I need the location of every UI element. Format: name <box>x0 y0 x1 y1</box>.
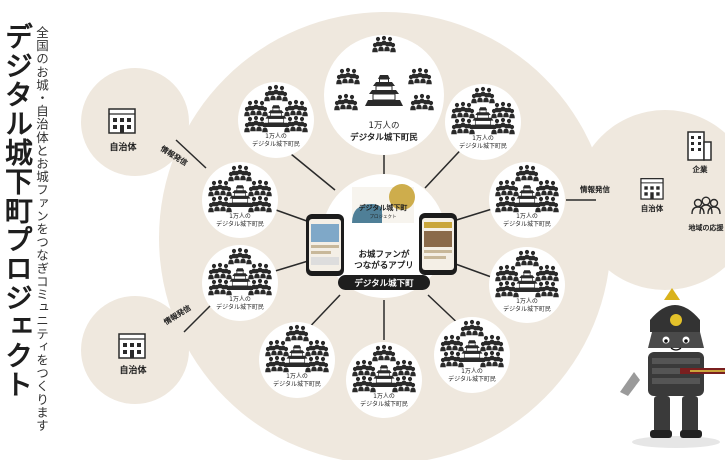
node-line2: デジタル城下町民 <box>216 220 264 228</box>
node-line1: 1万人の <box>472 135 494 142</box>
node-line2: デジタル城下町民 <box>360 400 408 408</box>
node-line1: 1万人の <box>229 213 251 220</box>
page-subtitle: 全国のお城・自治体とお城ファンをつなぎコミュニティをつくります <box>34 26 49 433</box>
logo-sub: プロジェクト <box>370 214 397 220</box>
node-line2: デジタル城下町民 <box>503 305 551 313</box>
city-hall-icon <box>640 178 664 200</box>
entity-name: 企業 <box>692 164 708 174</box>
top-node-line2: デジタル城下町民 <box>350 132 418 143</box>
app-name-pill <box>338 275 430 290</box>
app-name: デジタル城下町 <box>354 278 414 289</box>
node-line1: 1万人の <box>286 373 308 380</box>
node-line1: 1万人の <box>373 393 395 400</box>
center-app: デジタル城下町 プロジェクト お城ファンが つながるアプリ デジタル城下町 <box>306 184 457 290</box>
city-hall-icon <box>118 333 146 359</box>
phone-left <box>306 214 344 276</box>
city-hall-icon <box>108 108 136 134</box>
node-line1: 1万人の <box>516 213 538 220</box>
node-line2: デジタル城下町民 <box>459 142 507 150</box>
logo-accent-gold <box>389 184 415 210</box>
resident-node-9: 1万人の デジタル城下町民 <box>440 320 504 383</box>
node-line2: デジタル城下町民 <box>216 303 264 311</box>
caption-line2: つながるアプリ <box>354 260 414 271</box>
top-node: 1万人の デジタル城下町民 <box>334 36 434 143</box>
logo-accent-blue <box>352 204 382 223</box>
flow-label: 情報発信 <box>579 184 610 194</box>
resident-node-4: 1万人の デジタル城下町民 <box>495 165 559 228</box>
node-line1: 1万人の <box>265 133 287 140</box>
node-line1: 1万人の <box>461 368 483 375</box>
node-line2: デジタル城下町民 <box>448 375 496 383</box>
node-line2: デジタル城下町民 <box>273 380 321 388</box>
resident-node-2: 1万人の デジタル城下町民 <box>451 87 515 150</box>
resident-node-7: 1万人の デジタル城下町民 <box>265 325 329 388</box>
flow-line <box>175 139 207 169</box>
page-title: デジタル城下町プロジェクト <box>1 22 34 399</box>
entity-name: 自治体 <box>109 141 137 153</box>
node-line2: デジタル城下町民 <box>503 220 551 228</box>
right-entity-group: 情報発信 企業 自治体 地域の応援 <box>566 131 725 232</box>
node-line1: 1万人の <box>229 296 251 303</box>
node-line2: デジタル城下町民 <box>252 140 300 148</box>
flow-line <box>183 305 211 333</box>
resident-node-6: 1万人の デジタル城下町民 <box>495 250 559 313</box>
entity-name: 自治体 <box>641 203 664 213</box>
entity-name: 地域の応援 <box>689 223 725 232</box>
logo-text: デジタル城下町 <box>359 203 408 212</box>
resident-node-8: 1万人の デジタル城下町民 <box>352 345 416 408</box>
resident-node-5: 1万人の デジタル城下町民 <box>208 248 272 311</box>
top-node-line1: 1万人の <box>369 121 400 131</box>
node-line1: 1万人の <box>516 298 538 305</box>
resident-node-1: 1万人の デジタル城下町民 <box>244 85 308 148</box>
entity-name: 自治体 <box>119 364 147 376</box>
samurai-cat-mascot <box>620 288 725 448</box>
caption-line1: お城ファンが <box>358 249 410 260</box>
resident-node-3: 1万人の デジタル城下町民 <box>208 165 272 228</box>
phone-right <box>419 213 457 275</box>
